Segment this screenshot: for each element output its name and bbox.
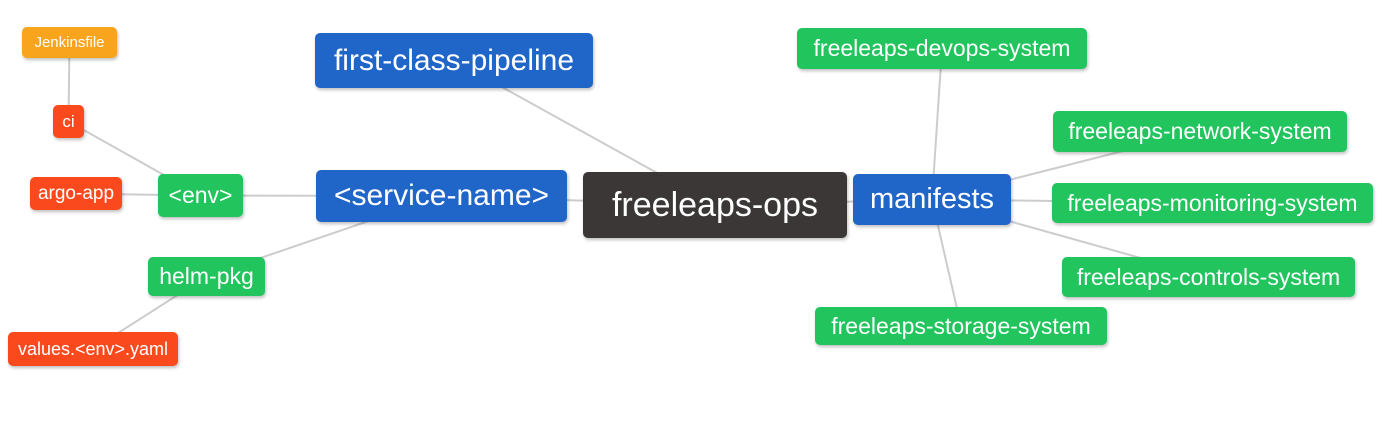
- node-manifests[interactable]: manifests: [853, 174, 1011, 225]
- node-values-env-yaml[interactable]: values.<env>.yaml: [8, 332, 178, 366]
- node-freeleaps-monitoring-system[interactable]: freeleaps-monitoring-system: [1052, 183, 1373, 223]
- node-freeleaps-controls-system[interactable]: freeleaps-controls-system: [1062, 257, 1355, 297]
- node-jenkinsfile[interactable]: Jenkinsfile: [22, 27, 117, 58]
- node-env[interactable]: <env>: [158, 174, 243, 217]
- node-freeleaps-storage-system[interactable]: freeleaps-storage-system: [815, 307, 1107, 345]
- node-argo-app[interactable]: argo-app: [30, 177, 122, 210]
- node-helm-pkg[interactable]: helm-pkg: [148, 257, 265, 296]
- node-freeleaps-ops[interactable]: freeleaps-ops: [583, 172, 847, 238]
- node-freeleaps-devops-system[interactable]: freeleaps-devops-system: [797, 28, 1087, 69]
- node-first-class-pipeline[interactable]: first-class-pipeline: [315, 33, 593, 88]
- node-service-name[interactable]: <service-name>: [316, 170, 567, 222]
- node-ci[interactable]: ci: [53, 105, 84, 138]
- node-freeleaps-network-system[interactable]: freeleaps-network-system: [1053, 111, 1347, 152]
